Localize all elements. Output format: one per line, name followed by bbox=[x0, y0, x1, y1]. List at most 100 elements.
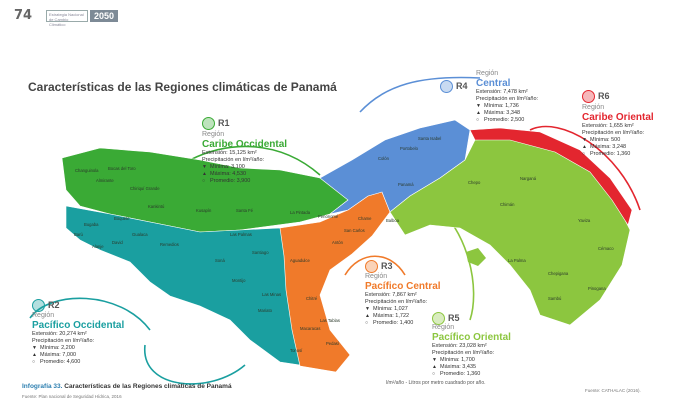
map-label: Changuinola bbox=[75, 168, 99, 173]
region-extension: Extensión: 7,867 km² bbox=[365, 292, 417, 298]
precip-avg: Promedio: 1,360 bbox=[590, 151, 631, 157]
map-label: Chame bbox=[358, 216, 372, 221]
header-year: 2050 bbox=[90, 10, 119, 22]
map-label: Penonomé bbox=[318, 214, 339, 219]
region-r5-island bbox=[466, 248, 486, 266]
map-label: Boquete bbox=[114, 216, 130, 221]
precip-min: Mínima: 2,200 bbox=[40, 345, 75, 351]
region-word: Región bbox=[365, 273, 388, 280]
map-label: Yaviza bbox=[578, 218, 591, 223]
map-label: Cémaco bbox=[598, 246, 614, 251]
map-label: Bugaba bbox=[84, 222, 99, 227]
map-label: Sambú bbox=[548, 296, 562, 301]
region-badge-r6 bbox=[582, 90, 595, 103]
triangle-down-icon: ▼ bbox=[476, 103, 481, 109]
map-label: Pedasí bbox=[326, 341, 340, 346]
precip-avg: Promedio: 3,900 bbox=[210, 178, 251, 184]
caption-text: Características de las Regiones climátic… bbox=[64, 383, 232, 390]
map-label: Gualaca bbox=[132, 232, 148, 237]
r4-callout bbox=[359, 76, 481, 113]
precip-min: Mínima: 1,736 bbox=[484, 103, 519, 109]
map-label: Santa Fé bbox=[236, 208, 254, 213]
map-labels: Changuinola Bocas del Toro Almirante Chi… bbox=[74, 136, 614, 353]
triangle-down-icon: ▼ bbox=[32, 345, 37, 351]
region-info-r5: Región Pacífico Oriental Extensión: 23,0… bbox=[432, 324, 511, 378]
precipitation-label: Precipitación en l/m²/año: bbox=[365, 299, 428, 305]
region-r6-shape[interactable] bbox=[469, 127, 633, 226]
map-label: Chitré bbox=[306, 296, 318, 301]
map-label: Chiriquí Grande bbox=[130, 186, 160, 191]
triangle-up-icon: ▲ bbox=[432, 364, 437, 370]
map-label: Almirante bbox=[96, 178, 114, 183]
region-code-r2: R2 bbox=[48, 300, 60, 310]
precip-max: Máxima: 3,435 bbox=[440, 364, 477, 370]
map-label: Soná bbox=[215, 258, 225, 263]
map-label: Narganá bbox=[520, 176, 537, 181]
map-label: Macaracas bbox=[300, 326, 320, 331]
map-label: San Carlos bbox=[344, 228, 365, 233]
caption-number: Infografía 33. bbox=[22, 383, 63, 390]
map-label: Aguadulce bbox=[290, 258, 310, 263]
region-info-r2: Región Pacífico Occidental Extensión: 20… bbox=[32, 312, 124, 366]
map-label: Alanje bbox=[92, 244, 104, 249]
map-label: Chepigana bbox=[548, 271, 569, 276]
region-badge-r4 bbox=[440, 80, 453, 93]
precip-min: Mínima: 500 bbox=[590, 137, 621, 143]
precip-min: Mínima: 3,100 bbox=[210, 164, 245, 170]
region-word: Región bbox=[476, 70, 499, 77]
region-word: Región bbox=[432, 324, 455, 331]
precipitation-label: Precipitación en l/m²/año: bbox=[476, 96, 539, 102]
region-r5-shape[interactable] bbox=[389, 137, 631, 326]
map-label: Chimán bbox=[500, 202, 515, 207]
region-extension: Extensión: 7,478 km² bbox=[476, 89, 528, 95]
map-label: Las Tablas bbox=[320, 318, 340, 323]
region-r2-shape[interactable] bbox=[65, 205, 301, 366]
precip-avg: Promedio: 4,600 bbox=[40, 359, 81, 365]
circle-icon: ○ bbox=[365, 320, 369, 326]
circle-icon: ○ bbox=[32, 359, 36, 365]
map-label: Balboa bbox=[386, 218, 400, 223]
map-label: David bbox=[112, 240, 123, 245]
region-badge-r2 bbox=[32, 299, 45, 312]
region-code-r3: R3 bbox=[381, 261, 393, 271]
precip-min: Mínima: 1,700 bbox=[440, 357, 475, 363]
triangle-up-icon: ▲ bbox=[365, 313, 370, 319]
precipitation-label: Precipitación en l/m²/año: bbox=[582, 130, 645, 136]
unit-note: l/m²/año - Litros por metro cuadrado por… bbox=[386, 380, 486, 386]
region-code-r6: R6 bbox=[598, 91, 610, 101]
caption: Infografía 33. Características de las Re… bbox=[22, 383, 232, 390]
precip-avg: Promedio: 2,500 bbox=[484, 117, 525, 123]
region-code-r5: R5 bbox=[448, 313, 460, 323]
circle-icon: ○ bbox=[202, 178, 206, 184]
r3-callout bbox=[344, 255, 406, 276]
region-extension: Extensión: 20,274 km² bbox=[32, 331, 87, 337]
map-label: Tonosí bbox=[290, 348, 303, 353]
r2-callout-bottom bbox=[144, 344, 246, 385]
triangle-down-icon: ▼ bbox=[582, 137, 587, 143]
triangle-up-icon: ▲ bbox=[202, 171, 207, 177]
map-label: Bocas del Toro bbox=[108, 166, 136, 171]
triangle-down-icon: ▼ bbox=[202, 164, 207, 170]
precip-max: Máxima: 3,348 bbox=[484, 110, 521, 116]
circle-icon: ○ bbox=[582, 151, 586, 157]
region-word: Región bbox=[202, 131, 225, 138]
map-label: Santiago bbox=[252, 250, 269, 255]
map-label: Chepo bbox=[468, 180, 481, 185]
region-badge-r3 bbox=[365, 260, 378, 273]
precipitation-label: Precipitación en l/m²/año: bbox=[202, 157, 265, 163]
map-label: Las Palmas bbox=[230, 232, 252, 237]
region-badge-r5 bbox=[432, 312, 445, 325]
map-label: Remedios bbox=[160, 242, 179, 247]
region-name-r3: Pacífico Central bbox=[365, 281, 441, 292]
page-number: 74 bbox=[14, 8, 33, 23]
precip-min: Mínima: 1,027 bbox=[373, 306, 408, 312]
map-label: Barú bbox=[74, 232, 84, 237]
header-box: Estrategia Nacional de Cambio Climático bbox=[46, 10, 88, 27]
circle-icon: ○ bbox=[432, 371, 436, 377]
map-label: Kankintú bbox=[148, 204, 165, 209]
region-name-r4: Central bbox=[476, 78, 511, 89]
map-label: Portobelo bbox=[400, 146, 419, 151]
region-code-r1: R1 bbox=[218, 118, 230, 128]
map-title: Características de las Regiones climátic… bbox=[28, 80, 337, 94]
